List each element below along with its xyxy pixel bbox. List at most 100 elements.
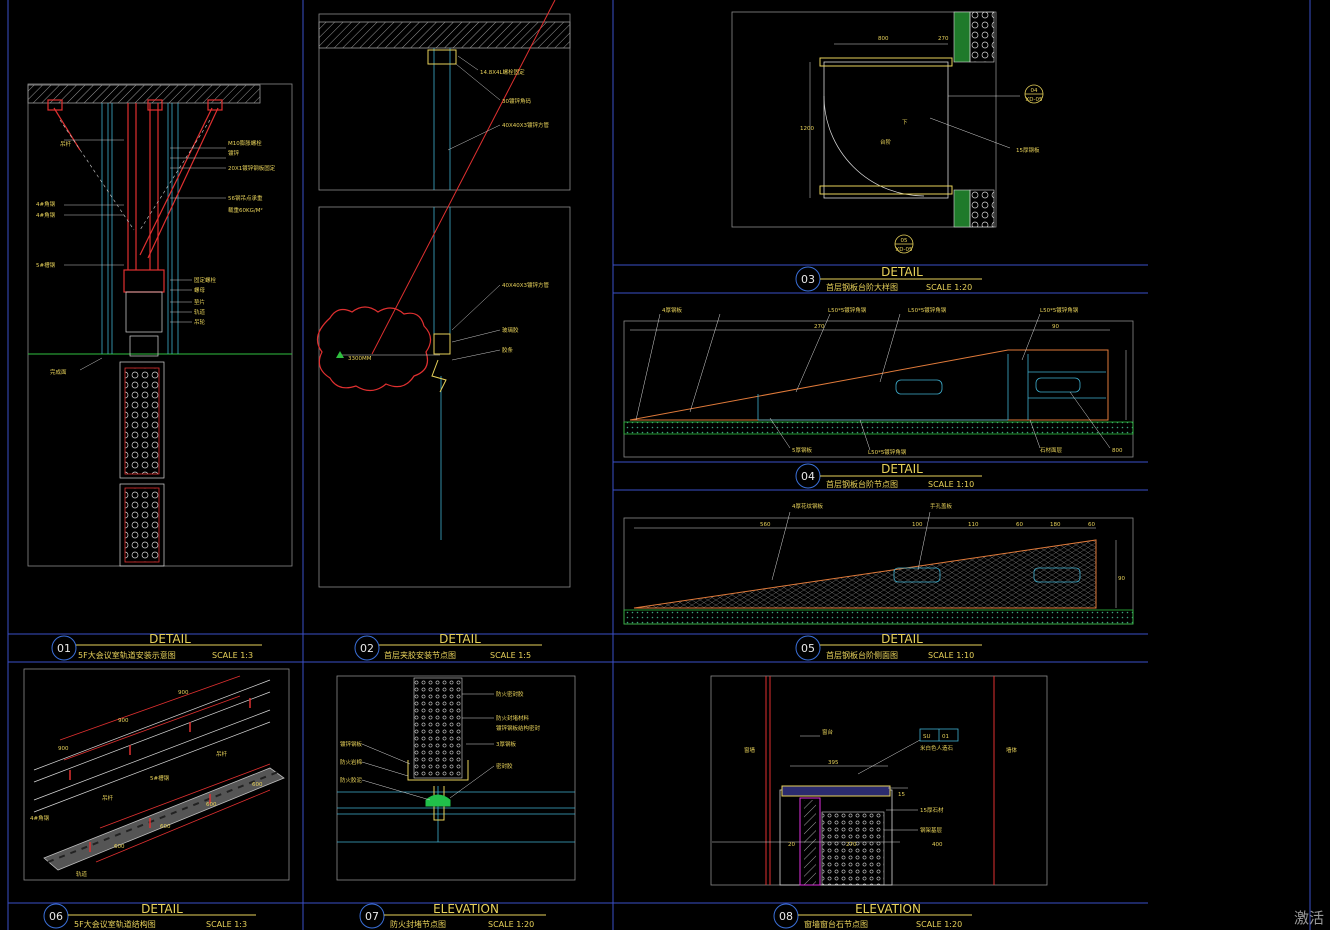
- p02-label: 3300MM: [348, 356, 372, 362]
- p02-label: 玻璃胶: [502, 326, 519, 334]
- p05-label: 手孔盖板: [930, 502, 953, 510]
- p06-dim: 900: [178, 690, 189, 696]
- panel-scale: SCALE 1:5: [490, 651, 531, 660]
- p01-label: 5#槽钢: [36, 261, 56, 269]
- panel-number: 07: [365, 910, 379, 923]
- p02-label: 14.8X4L螺栓固定: [480, 68, 525, 76]
- p01-label: 4#角钢: [36, 211, 56, 219]
- p06-label: 吊杆: [102, 794, 114, 802]
- p04-label: 5厚钢板: [792, 446, 812, 454]
- p08-label: 钢架基层: [920, 826, 943, 834]
- p04-label: L50*5镀锌角钢: [828, 306, 867, 314]
- p08-label: 窗墙: [744, 746, 756, 754]
- panel-number: 05: [801, 642, 815, 655]
- p06-label: 吊杆: [216, 750, 228, 758]
- detail-03-drawing: 800 270 1200 15厚钢板 下 台阶 04 XD-05 05 XD-0…: [731, 11, 1044, 254]
- title-block-02: 02 DETAIL 首层夹胶安装节点图 SCALE 1:5: [354, 632, 542, 661]
- p07-label: 防火密封胶: [496, 690, 524, 698]
- panel-number: 02: [360, 642, 374, 655]
- p03-ref: XD-05: [896, 247, 913, 253]
- p05-dim: 110: [968, 522, 979, 528]
- panel-scale: SCALE 1:3: [206, 920, 247, 929]
- panel-kind: DETAIL: [881, 632, 923, 646]
- panel-number: 06: [49, 910, 63, 923]
- detail-05-drawing: 4厚花纹钢板 手孔盖板 560 100 110 60 180 60 90: [623, 502, 1134, 625]
- p08-dim: 400: [932, 842, 943, 848]
- p06-dim: 900: [58, 746, 69, 752]
- p05-dim: 90: [1118, 576, 1125, 582]
- p01-label: 载重60KG/M²: [228, 206, 263, 214]
- panel-kind: ELEVATION: [855, 902, 921, 916]
- detail-06-drawing: 900 900 900 600 600 600 600 吊杆 4#角钢 5#槽钢…: [23, 668, 290, 881]
- title-block-06: 06 DETAIL 5F大会议室轨道结构图 SCALE 1:3: [43, 902, 256, 929]
- p06-dim: 600: [114, 844, 125, 850]
- panel-kind: DETAIL: [141, 902, 183, 916]
- panel-kind: DETAIL: [439, 632, 481, 646]
- panel-title: 首层夹胶安装节点图: [384, 650, 456, 660]
- detail-01-drawing: 吊杆 M10膨胀螺栓 镀锌 20X1镀锌钢板固定 56钢吊点承重 载重60KG/…: [27, 83, 293, 567]
- panel-kind: DETAIL: [149, 632, 191, 646]
- p08-ref: SU: [923, 734, 931, 740]
- title-block-01: 01 DETAIL 5F大会议室轨道安装示意图 SCALE 1:3: [51, 632, 262, 661]
- panel-scale: SCALE 1:3: [212, 651, 253, 660]
- p03-ref: 04: [1031, 88, 1038, 94]
- p01-label: 4#角钢: [36, 200, 56, 208]
- p02-label: 40X40X3镀锌方管: [502, 281, 550, 289]
- p01-label: 固定螺栓: [194, 276, 217, 284]
- panel-title: 首层钢板台阶侧面图: [826, 650, 898, 660]
- p01-label: 螺母: [194, 286, 206, 294]
- p07-label: 3厚钢板: [496, 740, 516, 748]
- p06-dim: 900: [118, 718, 129, 724]
- p04-dim: 270: [814, 324, 825, 330]
- panel-number: 08: [779, 910, 793, 923]
- p02-label: 胶条: [502, 346, 514, 354]
- panel-scale: SCALE 1:20: [926, 283, 972, 292]
- p05-dim: 60: [1016, 522, 1023, 528]
- panel-title: 窗墙窗台石节点图: [804, 919, 868, 929]
- p05-dim: 560: [760, 522, 771, 528]
- p08-label: 15厚石材: [920, 806, 944, 814]
- p03-ref: 05: [901, 238, 908, 244]
- p08-ref: 01: [942, 734, 949, 740]
- p04-label: 800: [1112, 448, 1123, 454]
- panel-title: 5F大会议室轨道结构图: [74, 919, 156, 929]
- panel-title: 首层钢板台阶大样图: [826, 282, 898, 292]
- title-block-05: 05 DETAIL 首层钢板台阶侧面图 SCALE 1:10: [795, 632, 982, 661]
- detail-02-drawing: 14.8X4L螺栓固定 30镀锌角码 40X40X3镀锌方管 40X40X3镀锌…: [316, 0, 571, 588]
- panel-scale: SCALE 1:10: [928, 480, 974, 489]
- p03-dim: 270: [938, 36, 949, 42]
- p08-dim: 15: [898, 792, 905, 798]
- panel-number: 03: [801, 273, 815, 286]
- p08-label: 窗台: [822, 728, 834, 736]
- p08-label: 墙体: [1006, 746, 1018, 754]
- p08-dim: 395: [828, 760, 839, 766]
- p04-label: L50*5镀锌角钢: [868, 448, 907, 456]
- p04-dim: 90: [1052, 324, 1059, 330]
- p06-label: 轨道: [76, 870, 88, 878]
- p06-dim: 600: [206, 802, 217, 808]
- panel-kind: ELEVATION: [433, 902, 499, 916]
- elevation-07-drawing: 镀锌钢板 防火岩棉 防火胶泥 防火密封胶 防火封堵材料 镀锌钢板结构密封 3厚钢…: [336, 675, 576, 881]
- p01-label: 吊杆: [60, 140, 72, 148]
- p04-label: 石材面层: [1040, 446, 1063, 454]
- p05-label: 4厚花纹钢板: [792, 502, 823, 510]
- p03-label: 下: [902, 119, 908, 126]
- p06-dim: 600: [160, 824, 171, 830]
- p02-label: 30镀锌角码: [502, 97, 531, 105]
- title-block-07: 07 ELEVATION 防火封堵节点图 SCALE 1:20: [359, 902, 546, 929]
- panel-title: 防火封堵节点图: [390, 919, 446, 929]
- p07-label: 镀锌钢板结构密封: [496, 724, 541, 732]
- panel-scale: SCALE 1:20: [488, 920, 534, 929]
- p01-label: 56钢吊点承重: [228, 194, 263, 202]
- p01-label: 完成面: [50, 368, 67, 376]
- panel-scale: SCALE 1:10: [928, 651, 974, 660]
- title-block-04: 04 DETAIL 首层钢板台阶节点图 SCALE 1:10: [795, 462, 982, 489]
- p08-dim: 270: [846, 842, 857, 848]
- p08-label: 米白色人造石: [920, 744, 954, 752]
- p01-label: 轨道: [194, 308, 206, 316]
- sheet-frame: [7, 0, 1311, 930]
- p04-label: L50*5镀锌角钢: [908, 306, 947, 314]
- panel-kind: DETAIL: [881, 462, 923, 476]
- elevation-08-drawing: 窗墙 窗台 395 20 270 400 15 SU 01 米白色人造石 15厚…: [710, 675, 1048, 886]
